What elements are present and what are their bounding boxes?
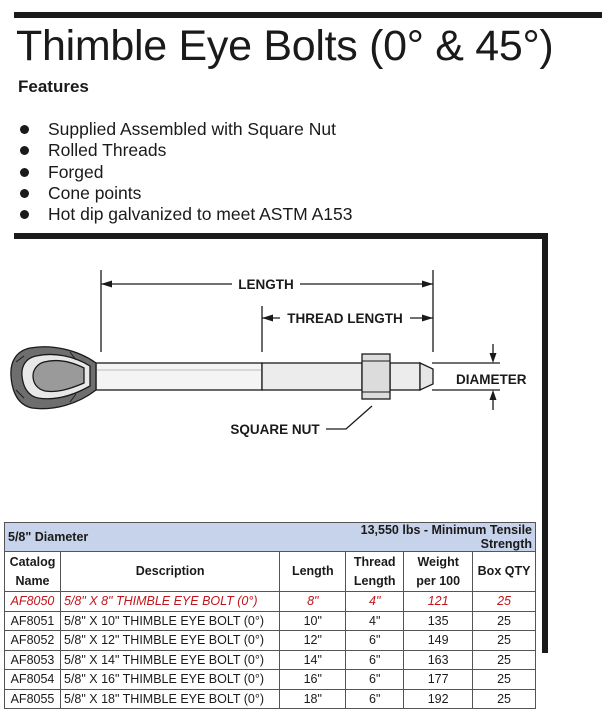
table-row: AF8052 5/8" X 12" THIMBLE EYE BOLT (0°) … (4, 630, 536, 651)
cell-thread-length: 6" (345, 630, 405, 651)
table-row: AF8050 5/8" X 8" THIMBLE EYE BOLT (0°) 8… (4, 591, 536, 612)
feature-item: Forged (18, 162, 352, 183)
feature-text: Cone points (48, 182, 142, 203)
cell-thread-length: 6" (345, 649, 405, 670)
specification-table: 5/8" Diameter 13,550 lbs - Minimum Tensi… (3, 522, 536, 709)
cell-weight: 177 (403, 669, 474, 690)
cell-weight: 121 (403, 591, 474, 612)
bullet-icon (20, 125, 29, 134)
bullet-icon (20, 188, 29, 198)
cell-catalog: AF8051 (4, 610, 61, 631)
cell-weight: 135 (403, 610, 474, 631)
bullet-icon (20, 210, 29, 220)
section-rule (14, 233, 548, 239)
page-title: Thimble Eye Bolts (0° & 45°) (16, 22, 554, 70)
cell-length: 14" (279, 649, 347, 670)
cell-description: 5/8" X 14" THIMBLE EYE BOLT (0°) (59, 649, 281, 670)
cell-length: 16" (279, 669, 347, 690)
header-box-qty: Box QTY (472, 551, 536, 592)
feature-text: Forged (48, 161, 104, 182)
feature-item: Cone points (18, 183, 352, 204)
cell-catalog: AF8055 (4, 688, 61, 709)
cell-box-qty: 25 (472, 610, 536, 631)
cell-weight: 163 (403, 649, 474, 670)
cell-length: 8" (279, 591, 347, 612)
feature-item: Supplied Assembled with Square Nut (18, 119, 352, 140)
cell-thread-length: 4" (345, 591, 405, 612)
cell-weight: 192 (403, 688, 474, 709)
length-label: LENGTH (238, 277, 294, 292)
cell-thread-length: 6" (345, 688, 405, 709)
cell-catalog: AF8054 (4, 669, 61, 690)
features-heading: Features (18, 77, 89, 96)
bullet-icon (20, 167, 29, 177)
bullet-icon (20, 146, 29, 156)
top-rule (14, 12, 602, 18)
table-row: AF8051 5/8" X 10" THIMBLE EYE BOLT (0°) … (4, 610, 536, 631)
cell-catalog: AF8052 (4, 630, 61, 651)
cell-catalog: AF8053 (4, 649, 61, 670)
table-band-row: 5/8" Diameter 13,550 lbs - Minimum Tensi… (3, 522, 536, 552)
cell-length: 10" (279, 610, 347, 631)
feature-text: Hot dip galvanized to meet ASTM A153 (48, 204, 353, 225)
cell-description: 5/8" X 8" THIMBLE EYE BOLT (0°) (59, 591, 281, 612)
cell-description: 5/8" X 10" THIMBLE EYE BOLT (0°) (59, 610, 281, 631)
header-description: Description (59, 551, 281, 592)
feature-item: Hot dip galvanized to meet ASTM A153 (18, 204, 352, 225)
cell-length: 18" (279, 688, 347, 709)
diameter-band: 5/8" Diameter (3, 522, 346, 552)
cell-thread-length: 4" (345, 610, 405, 631)
table-row: AF8055 5/8" X 18" THIMBLE EYE BOLT (0°) … (4, 688, 536, 709)
cell-box-qty: 25 (472, 591, 536, 612)
table-row: AF8054 5/8" X 16" THIMBLE EYE BOLT (0°) … (4, 669, 536, 690)
cell-box-qty: 25 (472, 649, 536, 670)
cell-description: 5/8" X 18" THIMBLE EYE BOLT (0°) (59, 688, 281, 709)
side-rule (542, 233, 548, 653)
square-nut-label: SQUARE NUT (230, 422, 320, 437)
feature-text: Rolled Threads (48, 140, 167, 161)
cell-box-qty: 25 (472, 669, 536, 690)
cell-box-qty: 25 (472, 630, 536, 651)
cell-weight: 149 (403, 630, 474, 651)
cell-catalog: AF8050 (4, 591, 61, 612)
feature-item: Rolled Threads (18, 140, 352, 161)
feature-text: Supplied Assembled with Square Nut (48, 119, 336, 139)
cell-description: 5/8" X 16" THIMBLE EYE BOLT (0°) (59, 669, 281, 690)
tensile-strength-band: 13,550 lbs - Minimum Tensile Strength (345, 522, 536, 552)
table-row: AF8053 5/8" X 14" THIMBLE EYE BOLT (0°) … (4, 649, 536, 670)
cell-length: 12" (279, 630, 347, 651)
cell-box-qty: 25 (472, 688, 536, 709)
bolt-drawing: LENGTH THREAD LENGTH DIAMETER SQUARE NUT (10, 270, 527, 437)
thread-length-label: THREAD LENGTH (287, 311, 403, 326)
cell-description: 5/8" X 12" THIMBLE EYE BOLT (0°) (59, 630, 281, 651)
header-length: Length (279, 551, 347, 592)
features-list: Supplied Assembled with Square Nut Rolle… (18, 119, 352, 225)
cell-thread-length: 6" (345, 669, 405, 690)
diameter-label: DIAMETER (456, 372, 527, 387)
